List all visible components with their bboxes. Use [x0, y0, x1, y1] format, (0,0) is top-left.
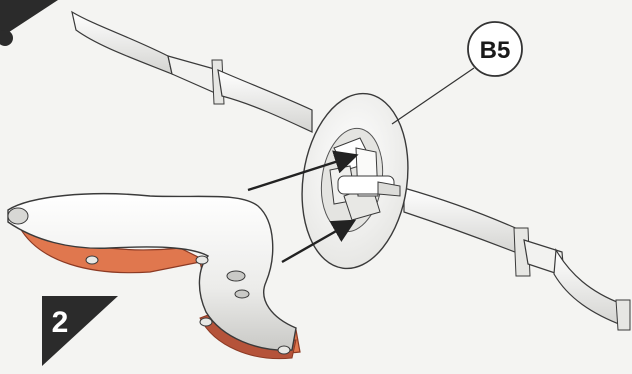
callout-label: B5	[480, 37, 511, 64]
corner-badge-dot	[0, 30, 13, 46]
step-number: 2	[52, 306, 69, 339]
callout-leader-line	[392, 68, 474, 124]
strap-arm-upper-left	[72, 12, 312, 132]
strap-arm-lower-right	[404, 188, 630, 330]
